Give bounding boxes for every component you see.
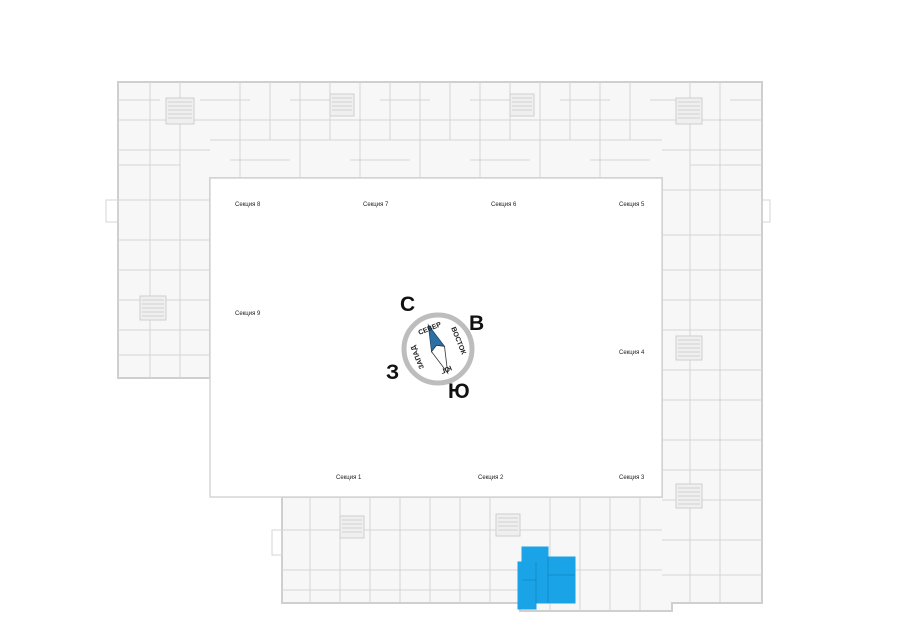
section-label-7: Секция 7 [363, 202, 389, 208]
section-label-9: Секция 9 [235, 311, 261, 317]
compass-letter-east: В [469, 312, 485, 335]
compass-letter-north: С [400, 293, 416, 316]
bottom-stair-cores [339, 513, 521, 539]
section-label-1: Секция 1 [336, 475, 362, 481]
section-label-8: Секция 8 [235, 202, 261, 208]
section-label-2: Секция 2 [478, 475, 504, 481]
compass: СЕВЕР ВОСТОК ЮГ ЗАПАД [401, 312, 475, 386]
compass-word-south: ЮГ [440, 364, 453, 375]
top-wing-rooms [118, 82, 762, 178]
compass-needle-south [431, 344, 449, 375]
left-stair-core [139, 295, 167, 321]
right-wing-rooms [662, 178, 771, 603]
right-stair-cores [675, 335, 703, 509]
section-label-4: Секция 4 [619, 350, 645, 356]
section-label-6: Секция 6 [491, 202, 517, 208]
section-label-5: Секция 5 [619, 202, 645, 208]
left-wing-rooms [105, 178, 210, 378]
compass-letter-west: З [386, 361, 400, 384]
highlighted-apartment[interactable] [517, 546, 576, 610]
section-label-3: Секция 3 [619, 475, 645, 481]
compass-letter-south: Ю [448, 380, 470, 403]
top-stair-cores [165, 93, 703, 125]
